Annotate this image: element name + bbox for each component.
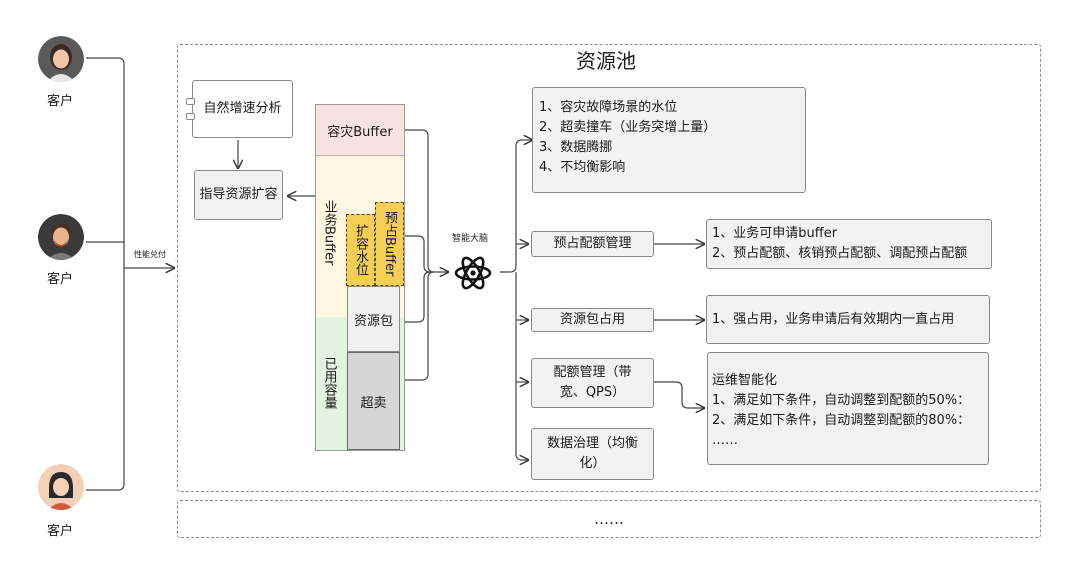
resource-pack-block[interactable]: 资源包 xyxy=(347,286,400,352)
scenario-list-box: 1、容灾故障场景的水位 2、超卖撞车（业务突增上量） 3、数据腾挪 4、不均衡影… xyxy=(532,87,806,193)
more-frame: …… xyxy=(177,500,1041,538)
scenario-item: 4、不均衡影响 xyxy=(539,160,626,175)
reserve-buffer-block[interactable]: 预占Buffer xyxy=(375,202,404,286)
customer-label-3: 客户 xyxy=(47,524,74,539)
person-icon xyxy=(38,464,84,510)
data-gov-node[interactable]: 数据治理（均衡化） xyxy=(531,428,654,480)
guide-expand-label: 指导资源扩容 xyxy=(199,187,278,202)
scenario-item: 3、数据腾挪 xyxy=(539,140,613,155)
used-capacity-label: 已用容量 xyxy=(321,357,337,409)
customer-label-1: 客户 xyxy=(47,94,74,109)
edge-label-performance: 性能兑付 xyxy=(134,250,166,259)
quota-mgmt-label: 配额管理（带宽、QPS） xyxy=(553,365,632,400)
expand-level-label: 扩容水位 xyxy=(353,224,368,276)
reserve-quota-node[interactable]: 预占配额管理 xyxy=(531,231,654,257)
quota-mgmt-node[interactable]: 配额管理（带宽、QPS） xyxy=(531,358,654,408)
ops-detail-item: 2、满足如下条件，自动调整到配额的80%： xyxy=(712,413,971,428)
business-buffer-label: 业务Buffer xyxy=(321,200,337,266)
customer-label-2: 客户 xyxy=(47,272,74,287)
capacity-stack xyxy=(315,104,405,451)
disaster-buffer-segment: 容灾Buffer xyxy=(316,105,404,156)
occupy-detail-item: 1、强占用，业务申请后有效期内一直占用 xyxy=(712,312,955,327)
occupy-detail-box: 1、强占用，业务申请后有效期内一直占用 xyxy=(706,295,990,344)
resource-pack-label: 资源包 xyxy=(353,313,393,329)
reserve-buffer-label: 预占Buffer xyxy=(382,211,397,277)
person-icon xyxy=(38,36,84,82)
pack-occupy-label: 资源包占用 xyxy=(559,312,625,327)
reserve-quota-label: 预占配额管理 xyxy=(553,236,632,251)
more-text: …… xyxy=(594,510,624,528)
customer-bracket xyxy=(86,57,125,491)
reserve-detail-item: 1、业务可申请buffer xyxy=(712,226,838,241)
expand-level-block[interactable]: 扩容水位 xyxy=(346,214,375,286)
component-notch-top xyxy=(186,98,195,105)
scenario-item: 1、容灾故障场景的水位 xyxy=(539,100,678,115)
ops-detail-item: …… xyxy=(712,433,738,448)
customer-avatar-1 xyxy=(38,36,84,82)
person-icon xyxy=(38,214,84,260)
data-gov-label: 数据治理（均衡化） xyxy=(546,436,638,471)
customer-avatar-3 xyxy=(38,464,84,510)
pool-title: 资源池 xyxy=(576,49,636,73)
brain-label: 智能大脑 xyxy=(452,234,489,244)
natural-growth-label: 自然增速分析 xyxy=(203,101,282,116)
ops-detail-box: 运维智能化 1、满足如下条件，自动调整到配额的50%： 2、满足如下条件，自动调… xyxy=(707,352,989,465)
ops-detail-item: 运维智能化 xyxy=(712,373,778,388)
oversell-label: 超卖 xyxy=(360,395,387,411)
customer-avatar-2 xyxy=(38,214,84,260)
reserve-detail-item: 2、预占配额、核销预占配额、调配预占配额 xyxy=(712,246,968,261)
resource-pool-frame xyxy=(177,44,1041,492)
natural-growth-node[interactable]: 自然增速分析 xyxy=(192,80,293,138)
atom-icon xyxy=(454,256,492,290)
reserve-detail-box: 1、业务可申请buffer 2、预占配额、核销预占配额、调配预占配额 xyxy=(706,219,992,269)
component-notch-bottom xyxy=(186,113,195,120)
guide-expand-node[interactable]: 指导资源扩容 xyxy=(194,170,283,220)
oversell-block[interactable]: 超卖 xyxy=(347,352,400,450)
disaster-buffer-label: 容灾Buffer xyxy=(327,124,393,140)
ops-detail-item: 1、满足如下条件，自动调整到配额的50%： xyxy=(712,393,971,408)
pack-occupy-node[interactable]: 资源包占用 xyxy=(531,308,654,332)
scenario-item: 2、超卖撞车（业务突增上量） xyxy=(539,120,717,135)
